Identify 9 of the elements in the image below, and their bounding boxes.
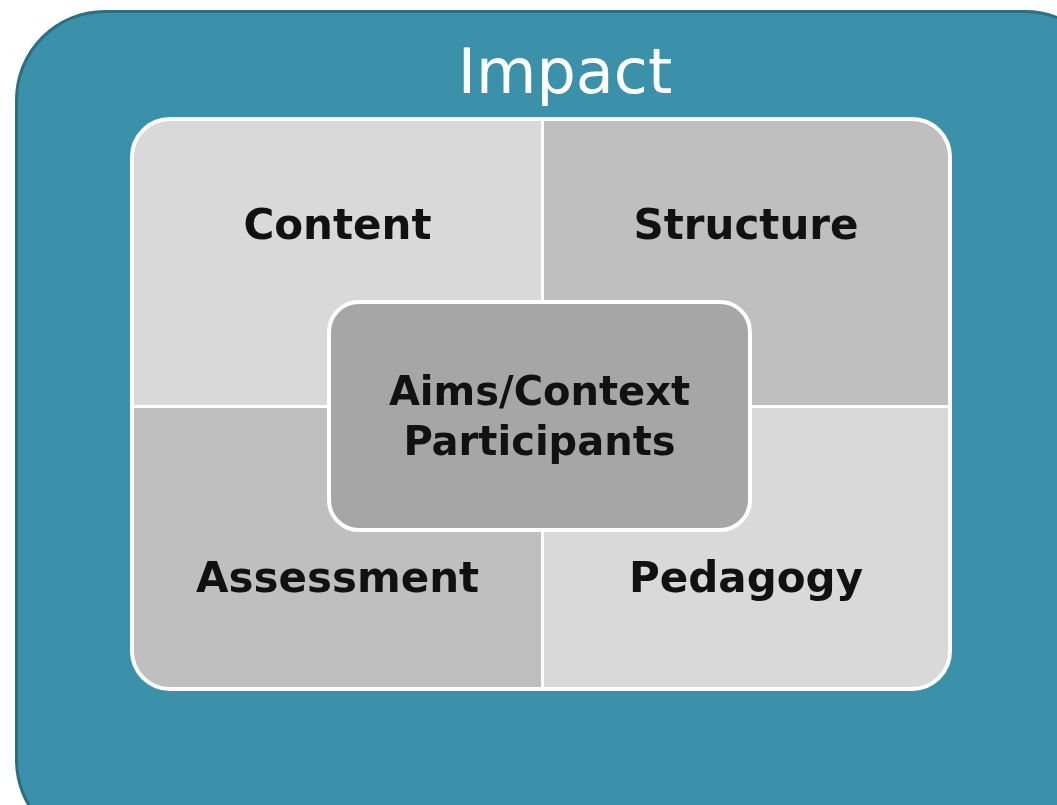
inner-panel <box>130 117 952 691</box>
outer-panel <box>15 10 1057 805</box>
center-box <box>327 300 752 532</box>
quadrant-label: Assessment <box>195 552 480 604</box>
quadrant-label: Content <box>243 199 432 251</box>
panel-title: Impact <box>457 34 673 110</box>
quadrant-label: Pedagogy <box>628 552 863 604</box>
quadrant-label: Structure <box>633 199 859 251</box>
center-label: Aims/Context Participants <box>387 367 692 466</box>
